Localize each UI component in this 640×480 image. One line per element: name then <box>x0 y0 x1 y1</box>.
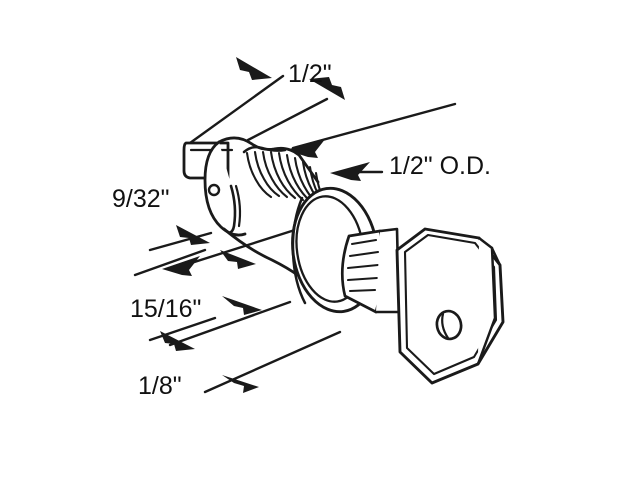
leader-half-top-lower <box>246 97 329 142</box>
screw-hole <box>207 183 221 197</box>
key-blade <box>340 227 401 314</box>
leader-nine32-lower <box>133 248 207 277</box>
arrowhead-od-2 <box>330 162 370 181</box>
arrowhead-fifteen16-2 <box>222 296 262 315</box>
key-head <box>395 227 505 385</box>
dimension-label-cam-thickness: 9/32" <box>112 185 170 213</box>
leader-half-top-upper <box>188 74 285 145</box>
arrowhead-half-top-2 <box>309 77 345 100</box>
arrowhead-oneeighth-1 <box>160 331 195 351</box>
leader-nine32-upper <box>148 231 213 252</box>
leader-oneeighth-lower <box>203 330 342 394</box>
arrowhead-half-top-1 <box>236 57 272 80</box>
arrowhead-fifteen16-1 <box>220 250 256 269</box>
slot-detail <box>227 184 237 235</box>
leader-fifteen16-lower <box>168 300 292 347</box>
dimension-label-flange-thickness: 1/8" <box>138 372 182 400</box>
arrowhead-nine32-2 <box>162 256 200 276</box>
dimension-label-shaft-width: 1/2" <box>288 60 332 88</box>
arrowhead-oneeighth-2 <box>222 375 259 393</box>
dimension-label-outer-diameter: 1/2" O.D. <box>389 152 491 180</box>
arrowhead-nine32-1 <box>176 225 210 245</box>
dimension-label-body-length: 15/16" <box>130 295 202 323</box>
leader-oneeighth-upper <box>148 316 217 342</box>
